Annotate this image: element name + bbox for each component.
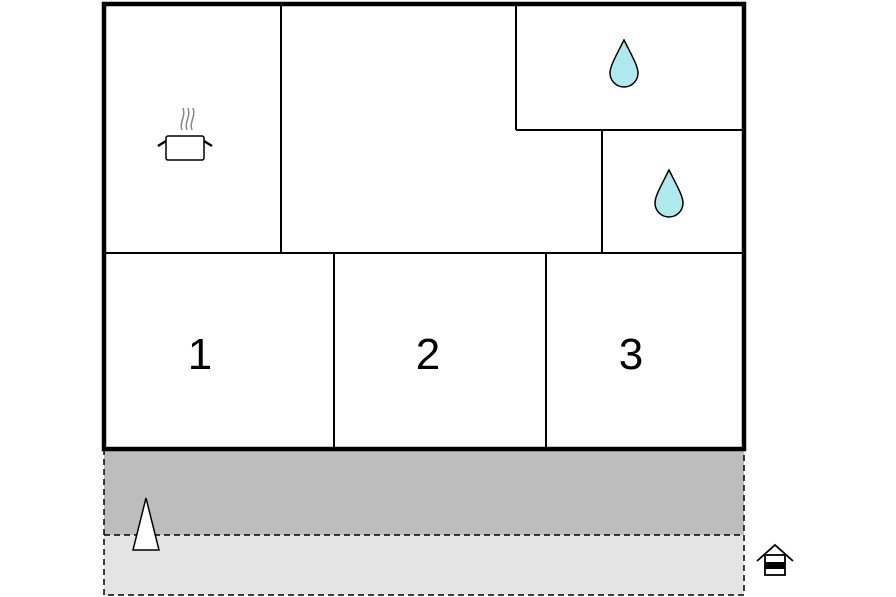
bedroom-3-label: 3 bbox=[619, 330, 643, 379]
water-drop-icon bbox=[654, 168, 684, 218]
cooking-pot-icon bbox=[157, 107, 213, 161]
terrace-area bbox=[104, 449, 744, 535]
garden-area bbox=[104, 535, 744, 595]
tree-icon bbox=[132, 497, 160, 551]
water-drop-icon bbox=[609, 38, 639, 88]
outdoor-dashed-border bbox=[103, 449, 745, 596]
bedroom-2-label: 2 bbox=[416, 330, 440, 379]
outer-wall bbox=[101, 1, 747, 452]
house-entrance-icon bbox=[756, 543, 794, 576]
interior-walls bbox=[104, 4, 744, 449]
bedroom-1-label: 1 bbox=[188, 330, 212, 379]
